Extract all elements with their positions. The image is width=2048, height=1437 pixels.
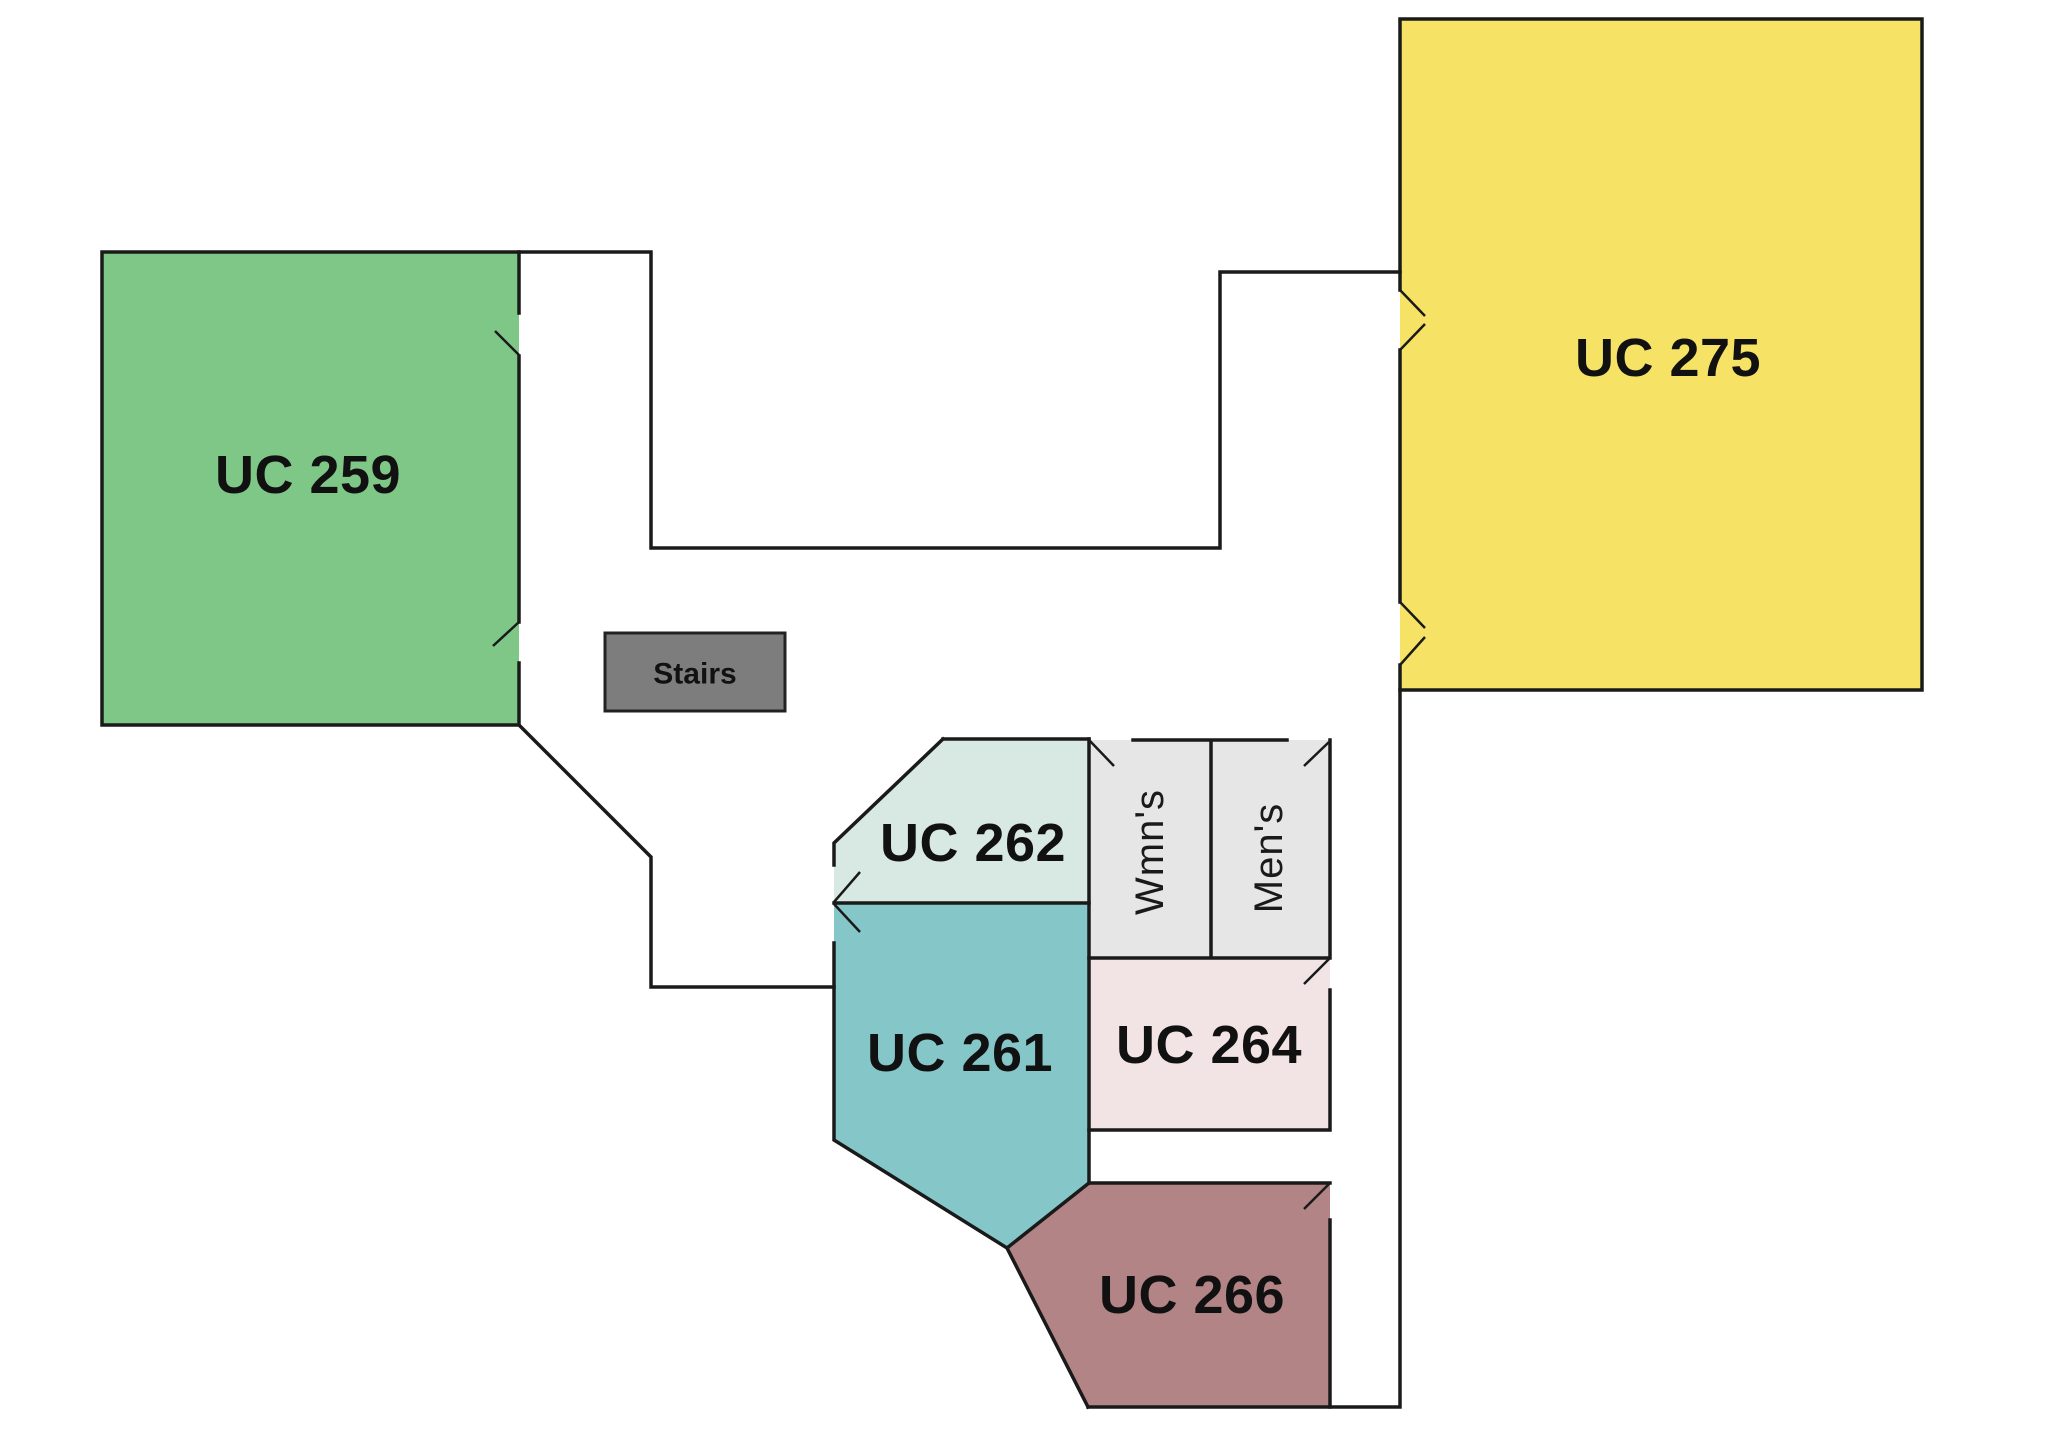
door-uc264 (1303, 958, 1330, 985)
room-uc264-label: UC 264 (1116, 1015, 1302, 1075)
room-mens-restroom (1211, 740, 1330, 958)
wall-corridor-upper (517, 250, 1402, 550)
wall-corridor-right (1086, 688, 1402, 1409)
door-mens (1303, 741, 1330, 767)
room-uc275-label: UC 275 (1575, 328, 1761, 388)
room-womens-restroom (1089, 740, 1211, 958)
wall-uc264 (1087, 988, 1332, 1132)
walls (100, 17, 1924, 1410)
room-uc262 (834, 739, 1089, 903)
stairs-box (603, 631, 787, 713)
room-uc275 (1400, 19, 1922, 690)
room-uc259 (102, 252, 519, 725)
door-uc259-lower (492, 621, 520, 647)
wall-corridor-left (516, 722, 836, 989)
door-uc275-upper-a (1399, 289, 1426, 317)
door-uc259-upper (494, 330, 520, 356)
womens-restroom-label: Wmn's (1128, 789, 1172, 915)
door-uc275-lower-b (1399, 636, 1426, 666)
door-uc266 (1303, 1183, 1330, 1210)
room-fills (102, 19, 1922, 1407)
room-uc261-label: UC 261 (867, 1023, 1053, 1083)
room-uc266 (1007, 1183, 1330, 1407)
wall-uc275 (1398, 17, 1924, 692)
door-leaves (492, 289, 1426, 1210)
wall-uc262 (832, 736, 1091, 905)
door-uc261 (833, 903, 861, 933)
room-uc261 (834, 903, 1089, 1248)
door-uc275-lower-a (1399, 601, 1426, 629)
room-uc266-label: UC 266 (1099, 1265, 1285, 1325)
wall-uc261 (832, 941, 1092, 1251)
mens-restroom-label: Men's (1247, 803, 1291, 913)
door-womens (1089, 740, 1115, 767)
room-uc259-label: UC 259 (215, 445, 401, 505)
stairs-label: Stairs (653, 658, 736, 691)
room-uc262-label: UC 262 (880, 813, 1066, 873)
door-uc262 (833, 871, 861, 903)
wall-restrooms (1087, 738, 1332, 960)
wall-uc259 (100, 250, 521, 727)
wall-uc266 (1004, 1181, 1332, 1410)
door-uc275-upper-b (1399, 323, 1426, 351)
room-uc264 (1089, 958, 1330, 1130)
room-labels: UC 259 UC 275 UC 262 UC 261 UC 264 UC 26… (215, 328, 1761, 1325)
